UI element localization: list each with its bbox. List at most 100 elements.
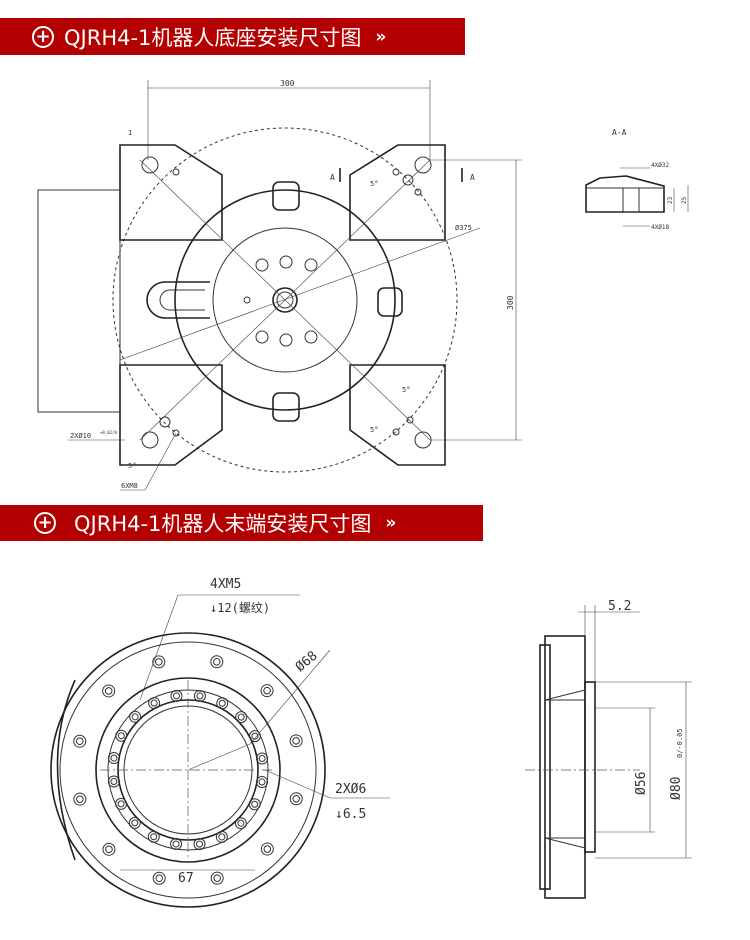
double-chevron-icon: ›› xyxy=(375,26,386,47)
bolt-hole xyxy=(115,797,128,810)
bolt-hole xyxy=(289,792,303,806)
bolt-hole xyxy=(218,833,226,841)
bolt-hole xyxy=(263,845,272,853)
bolt-hole xyxy=(148,697,161,710)
bolt-hole xyxy=(131,713,139,721)
inner-diameter: Ø56 xyxy=(634,772,649,795)
depth-25: 25 xyxy=(681,196,688,204)
bolt-hole xyxy=(210,655,224,669)
angle-label: 5° xyxy=(402,386,410,394)
bolt-hole xyxy=(129,710,142,723)
bolt-hole xyxy=(104,687,113,695)
plus-circle-icon: + xyxy=(32,25,54,48)
bolt-hole xyxy=(237,819,245,827)
bolt-hole xyxy=(195,840,204,848)
bolt-hole xyxy=(102,842,116,856)
bolt-hole xyxy=(107,752,120,765)
hole-tolerance: +0.02/0 xyxy=(100,430,117,435)
bolt-hole xyxy=(251,800,259,808)
bolt-hole xyxy=(128,816,141,829)
base-mounting-drawing: 300 300 Ø375 A A 5° 5° 5° 5° 1 2XØ10 +0.… xyxy=(37,79,689,491)
thread-depth: ↓12(螺纹) xyxy=(210,601,270,615)
bolt-hole xyxy=(105,845,113,854)
section-view-a-a: A-A 4XØ32 4XØ18 23 25 xyxy=(585,128,689,231)
bolt-hole xyxy=(263,686,271,695)
bolt-hole xyxy=(213,874,221,882)
bolt-hole xyxy=(258,778,266,786)
bolt-hole xyxy=(73,792,87,806)
bolt-hole xyxy=(215,830,228,843)
bolt-hole xyxy=(117,732,125,740)
bolt-hole xyxy=(216,697,229,710)
bolt-hole xyxy=(251,732,259,740)
dim-diameter: Ø375 xyxy=(455,224,472,232)
bolt-hole xyxy=(147,830,160,843)
bolt-hole xyxy=(260,842,274,856)
angle-label: 5° xyxy=(370,180,378,188)
diameter-label: Ø68 xyxy=(293,648,321,675)
section-title: A-A xyxy=(612,128,627,137)
angle-label: 5° xyxy=(370,426,378,434)
angle-label: 5° xyxy=(128,462,136,470)
bolt-hole xyxy=(170,689,183,702)
bolt-hole xyxy=(172,692,181,700)
bolt-hole xyxy=(152,871,166,885)
bolt-hole xyxy=(210,871,224,885)
bolt-hole xyxy=(117,800,125,808)
section-mark-right: A xyxy=(470,173,475,182)
dim-width: 300 xyxy=(280,79,295,88)
outer-diameter: Ø80 xyxy=(669,777,684,800)
bolt-hole xyxy=(237,713,245,721)
detail-index: 1 xyxy=(128,129,132,137)
counterbore-label: 4XØ32 xyxy=(651,162,669,169)
bolt-hole xyxy=(218,699,226,707)
section-banner-base: + QJRH4-1机器人底座安装尺寸图 ›› xyxy=(0,18,465,55)
bolt-hole xyxy=(172,840,180,848)
bolt-hole xyxy=(292,794,301,803)
bolt-hole xyxy=(193,689,206,702)
bolt-hole xyxy=(260,684,274,698)
end-mounting-drawing: 4XM5 ↓12(螺纹) Ø68 2XØ6 ↓6.5 67 5.2 Ø56 Ø8… xyxy=(50,577,692,908)
bolt-hole xyxy=(193,838,206,851)
bolt-hole xyxy=(107,775,120,788)
bolt-hole xyxy=(235,711,248,724)
bolt-hole xyxy=(170,838,183,851)
bolt-hole xyxy=(256,775,269,788)
section-title: QJRH4-1机器人底座安装尺寸图 xyxy=(64,25,362,50)
through-hole-label: 4XØ18 xyxy=(651,224,669,231)
bolt-hole xyxy=(131,819,139,827)
bolt-hole xyxy=(258,754,266,763)
bolt-hole xyxy=(196,692,204,700)
bolt-hole xyxy=(248,730,261,743)
pin-depth: ↓6.5 xyxy=(335,807,366,822)
width-label: 67 xyxy=(178,871,194,886)
bolt-hole xyxy=(115,729,128,742)
section-banner-end: + QJRH4-1机器人末端安装尺寸图 ›› xyxy=(0,505,483,541)
bolt-hole xyxy=(212,657,221,666)
double-chevron-icon: ›› xyxy=(385,513,396,533)
pin-label: 2XØ6 xyxy=(335,782,366,797)
bolt-hole xyxy=(234,817,247,830)
depth-23: 23 xyxy=(667,196,674,204)
section-mark-left: A xyxy=(330,173,335,182)
bolt-hole xyxy=(292,737,300,745)
hole-label: 2XØ10 xyxy=(70,432,91,440)
section-title: QJRH4-1机器人末端安装尺寸图 xyxy=(74,512,372,536)
bolt-hole xyxy=(155,874,164,883)
bolt-hole xyxy=(152,655,166,669)
outer-tolerance: 0/-0.05 xyxy=(676,728,684,758)
bolt-hole xyxy=(73,734,87,748)
bolt-hole xyxy=(102,684,116,698)
flange-thickness: 5.2 xyxy=(608,599,631,614)
bolt-hole xyxy=(110,777,118,786)
bolt-hole xyxy=(248,798,261,811)
bolt-hole xyxy=(150,833,158,841)
thread-label: 4XM5 xyxy=(210,577,241,592)
dim-height: 300 xyxy=(506,295,515,310)
bolt-hole xyxy=(110,754,118,762)
bolt-hole xyxy=(155,658,163,666)
bolt-hole xyxy=(256,752,269,765)
bolt-hole xyxy=(75,737,84,746)
bolt-hole xyxy=(76,795,84,803)
bolt-hole xyxy=(150,699,158,707)
